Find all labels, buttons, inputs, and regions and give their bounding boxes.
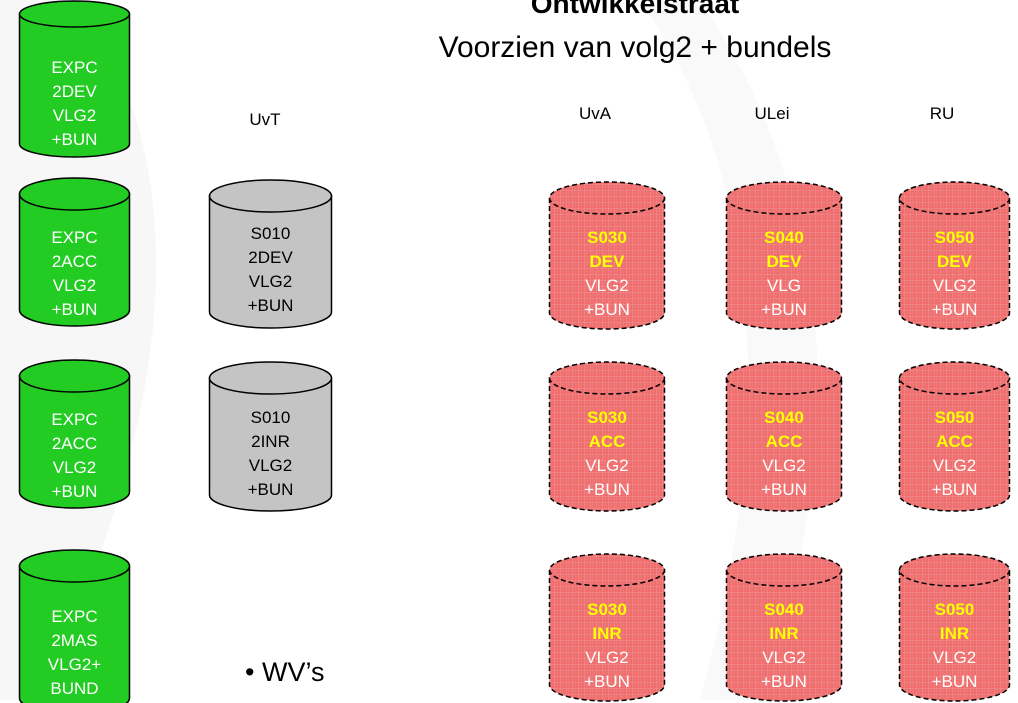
database-cylinder-s050-inr: S050 INR VLG2 +BUN — [898, 550, 1011, 703]
database-cylinder-s050-dev: S050 DEV VLG2 +BUN — [898, 178, 1011, 331]
cylinder-shape — [18, 0, 131, 158]
cylinder-label-line: 2ACC — [51, 252, 98, 271]
cylinder-shape — [208, 361, 333, 512]
cylinder-label-line: S030 — [587, 408, 627, 427]
cylinder-shape — [208, 179, 333, 329]
cylinder-label-line: S050 — [934, 600, 975, 619]
database-cylinder-s030-dev: S030 DEV VLG2 +BUN — [548, 178, 666, 331]
cylinder-label-line: +BUN — [51, 482, 98, 501]
cylinder-label-line: S050 — [934, 228, 975, 247]
cylinder-label-line: ACC — [936, 432, 973, 451]
cylinder-label-line: VLG2 — [762, 648, 806, 667]
database-cylinder-s010-2dev: S010 2DEV VLG2 +BUN — [208, 178, 333, 330]
cylinder-label-line: 2MAS — [51, 631, 98, 650]
cylinder-label-line: 2DEV — [52, 82, 97, 101]
cylinder-label-line: VLG2 — [585, 276, 629, 295]
bullet-text: • WV’s — [245, 657, 325, 687]
cylinder-label-line: INR — [939, 624, 970, 643]
cylinder-label-line: EXPC — [51, 410, 98, 429]
cylinder-label-line: VLG2 — [932, 456, 977, 475]
database-cylinder-s040-inr: S040 INR VLG2 +BUN — [725, 550, 843, 703]
cylinder-label-line: ACC — [765, 432, 803, 451]
cylinder-label-line: S030 — [587, 228, 627, 247]
cylinder-label-line: VLG2 — [932, 276, 977, 295]
cylinder-shape — [548, 181, 666, 330]
cylinder-label-line: 2ACC — [51, 434, 98, 453]
cylinder-shape — [898, 553, 1011, 702]
cylinder-label-line: INR — [769, 624, 799, 643]
cylinder-label-line: EXPC — [51, 58, 98, 77]
cylinder-shape — [18, 549, 131, 703]
cylinder-shape — [548, 553, 666, 702]
cylinder-label-line: +BUN — [931, 672, 978, 691]
cylinder-shape — [898, 181, 1011, 330]
cylinder-label-line: INR — [592, 624, 622, 643]
cylinder-shape — [18, 177, 131, 327]
cylinder-label-line: S050 — [934, 408, 975, 427]
cylinder-label-line: EXPC — [51, 607, 98, 626]
cylinder-label-line: VLG2 — [52, 458, 97, 477]
cylinder-label-line: VLG2+ — [47, 655, 102, 674]
cylinder-label-line: +BUN — [584, 480, 630, 499]
column-label-uvt: UvT — [249, 110, 281, 129]
cylinder-label-line: DEV — [589, 252, 625, 271]
cylinder-label-line: +BUN — [931, 480, 978, 499]
cylinder-label-line: +BUN — [51, 300, 98, 319]
cylinder-label-line: S010 — [250, 408, 291, 427]
cylinder-label-line: VLG2 — [52, 106, 97, 125]
database-cylinder-s040-acc: S040 ACC VLG2 +BUN — [725, 358, 843, 513]
database-cylinder-s050-acc: S050 ACC VLG2 +BUN — [898, 358, 1011, 513]
cylinder-label-line: DEV — [766, 252, 802, 271]
database-cylinder-s010-2inr: S010 2INR VLG2 +BUN — [208, 358, 333, 513]
cylinder-shape — [725, 361, 843, 512]
cylinder-label-line: VLG2 — [932, 648, 977, 667]
cylinder-label-line: +BUN — [931, 300, 978, 319]
cylinder-label-line: +BUN — [761, 672, 807, 691]
cylinder-label-line: 2DEV — [248, 248, 293, 267]
cylinder-label-line: EXPC — [51, 228, 98, 247]
slide-subtitle: Voorzien van volg2 + bundels — [438, 31, 832, 64]
cylinder-label-line: BUND — [50, 679, 99, 698]
cylinder-shape — [898, 361, 1011, 512]
cylinder-label-line: VLG2 — [248, 456, 293, 475]
cylinder-label-line: ACC — [588, 432, 626, 451]
cylinder-shape — [18, 359, 131, 509]
slide-title: Ontwikkelstraat — [530, 0, 740, 19]
cylinder-label-line: +BUN — [247, 296, 294, 315]
cylinder-label-line: DEV — [937, 252, 972, 271]
database-cylinder-expc-2acc: EXPC 2ACC VLG2 +BUN — [18, 176, 131, 328]
database-cylinder-expc-2mas: EXPC 2MAS VLG2+ BUND — [18, 548, 131, 703]
cylinder-label-line: VLG2 — [762, 456, 806, 475]
cylinder-label-line: +BUN — [51, 130, 98, 149]
cylinder-label-line: +BUN — [584, 672, 630, 691]
column-label-ru: RU — [929, 104, 955, 123]
cylinder-label-line: 2INR — [251, 432, 290, 451]
cylinder-label-line: +BUN — [584, 300, 630, 319]
database-cylinder-expc-2dev: EXPC 2DEV VLG2 +BUN — [18, 0, 131, 158]
cylinder-label-line: S040 — [764, 600, 804, 619]
cylinder-shape — [725, 181, 843, 330]
cylinder-label-line: S040 — [764, 408, 804, 427]
database-cylinder-s040-dev: S040 DEV VLG +BUN — [725, 178, 843, 331]
cylinder-label-line: S030 — [587, 600, 627, 619]
cylinder-label-line: S040 — [764, 228, 804, 247]
cylinder-label-line: VLG2 — [248, 272, 293, 291]
cylinder-label-line: +BUN — [761, 300, 807, 319]
database-cylinder-s030-acc: S030 ACC VLG2 +BUN — [548, 358, 666, 513]
cylinder-label-line: VLG2 — [585, 456, 629, 475]
database-cylinder-expc-2acc: EXPC 2ACC VLG2 +BUN — [18, 358, 131, 510]
cylinder-label-line: VLG2 — [52, 276, 97, 295]
cylinder-label-line: S010 — [250, 224, 291, 243]
cylinder-label-line: VLG — [766, 276, 802, 295]
column-label-ulei: ULei — [754, 104, 790, 123]
column-label-uva: UvA — [578, 104, 612, 123]
cylinder-shape — [725, 553, 843, 702]
database-cylinder-s030-inr: S030 INR VLG2 +BUN — [548, 550, 666, 703]
cylinder-label-line: +BUN — [761, 480, 807, 499]
cylinder-label-line: +BUN — [247, 480, 294, 499]
cylinder-shape — [548, 361, 666, 512]
cylinder-label-line: VLG2 — [585, 648, 629, 667]
